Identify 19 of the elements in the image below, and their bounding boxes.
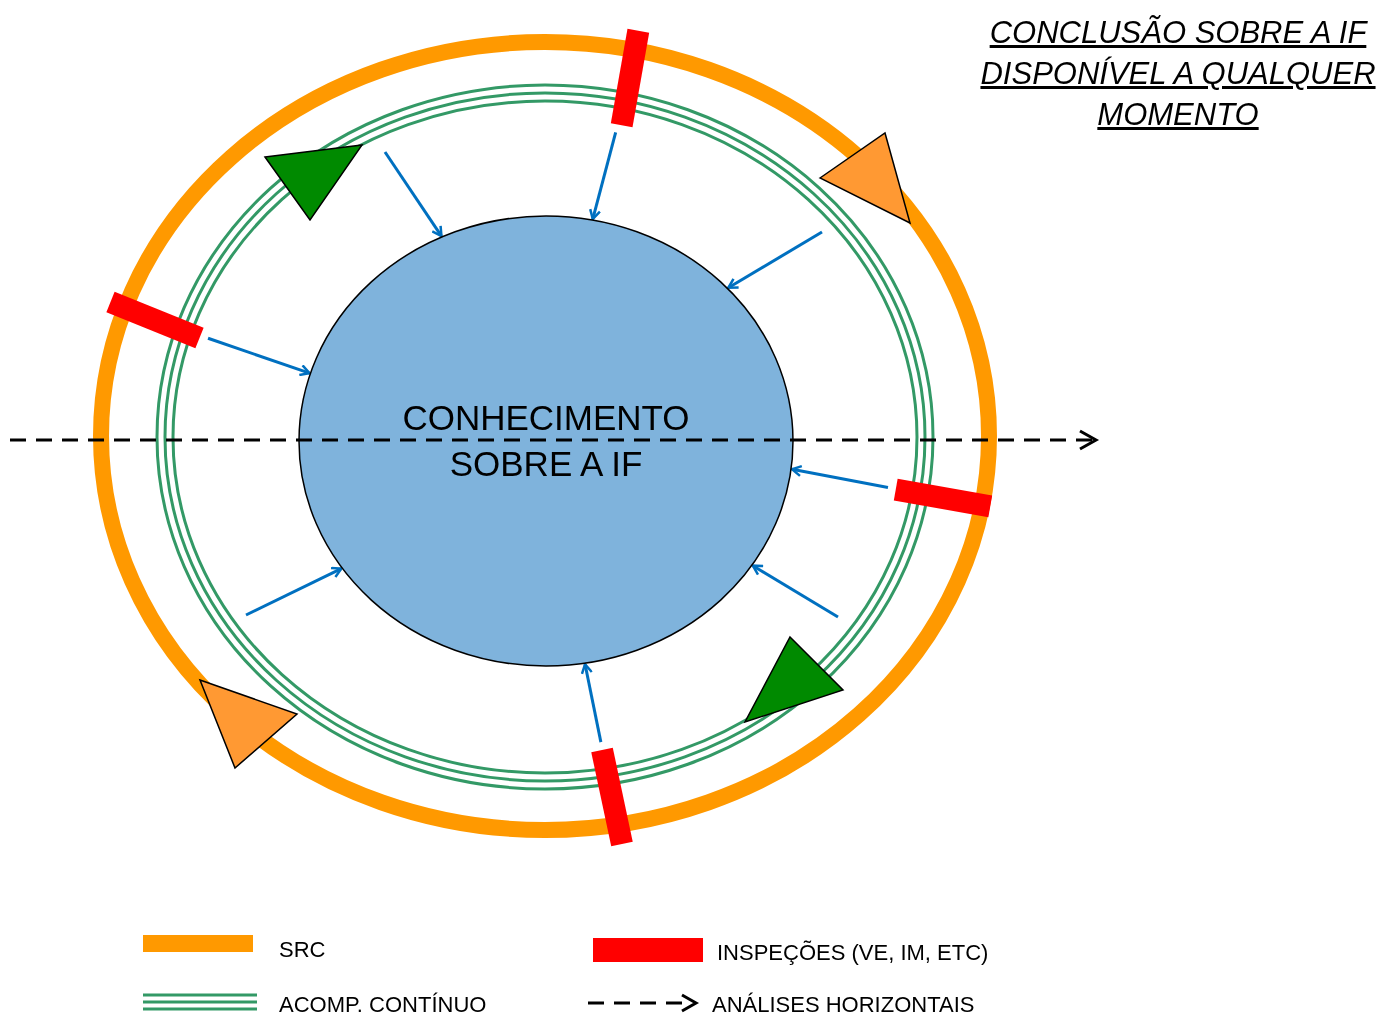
legend-label: SRC bbox=[279, 936, 326, 964]
arrow bbox=[727, 230, 823, 290]
triangle-marker bbox=[743, 635, 845, 724]
legend-label: ANÁLISES HORIZONTAIS bbox=[712, 991, 975, 1017]
triangle-marker bbox=[818, 131, 912, 225]
title: CONCLUSÃO SOBRE A IF DISPONÍVEL A QUALQUER MOMENTO bbox=[979, 14, 1377, 134]
knowledge-ellipse bbox=[298, 215, 794, 667]
legend-label: ACOMP. CONTÍNUO bbox=[279, 991, 487, 1017]
triangle-marker bbox=[263, 144, 364, 222]
triangle-marker bbox=[198, 678, 299, 770]
node-label: CONHECIMENTO SOBRE A IF bbox=[401, 397, 691, 485]
arrow bbox=[790, 464, 889, 489]
arrow bbox=[589, 131, 618, 221]
arrow bbox=[751, 564, 839, 619]
arrow bbox=[207, 336, 311, 377]
legend-label: INSPEÇÕES (VE, IM, ETC) bbox=[717, 939, 989, 967]
arrow bbox=[245, 566, 343, 617]
arrow bbox=[580, 662, 603, 743]
arrow bbox=[383, 151, 443, 238]
